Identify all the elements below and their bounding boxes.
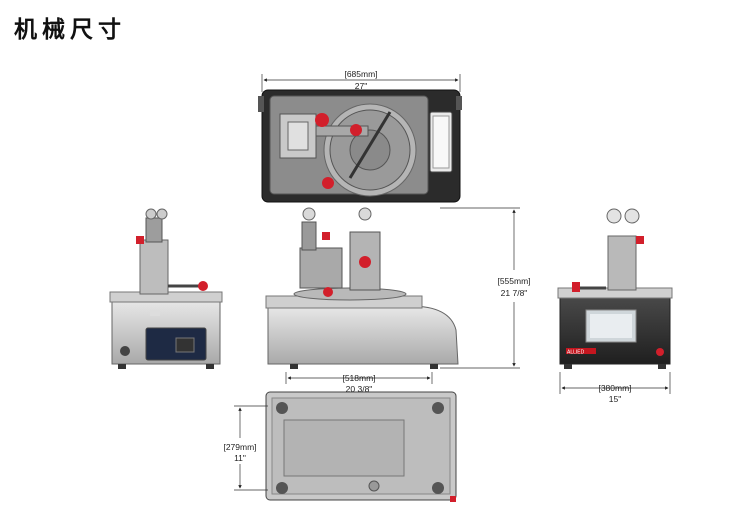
page-title: 机械尺寸: [14, 17, 126, 43]
side-width-metric-label: [380mm]: [598, 383, 631, 393]
front-width-metric-label: [518mm]: [342, 373, 375, 383]
brand-logo: ALLIED: [567, 350, 585, 356]
bottom-view: [265, 391, 457, 502]
top-width-metric-label: [685mm]: [344, 69, 377, 79]
height-imperial-label: 21 7/8": [501, 288, 528, 298]
dimension-lines: [685mm] 27" [555mm] 21 7/8" [518mm] 20 3…: [223, 69, 671, 491]
depth-metric-label: [279mm]: [223, 442, 256, 452]
top-width-imperial-label: 27": [355, 81, 367, 91]
height-metric-label: [555mm]: [497, 276, 530, 286]
right-side-view: ALLIED: [557, 208, 673, 369]
front-view: [265, 207, 459, 369]
depth-imperial-label: 11": [234, 453, 246, 463]
left-side-view: [109, 208, 223, 369]
front-width-imperial-label: 20 3/8": [346, 384, 373, 394]
top-view: [258, 89, 462, 203]
side-width-imperial-label: 15": [609, 394, 621, 404]
